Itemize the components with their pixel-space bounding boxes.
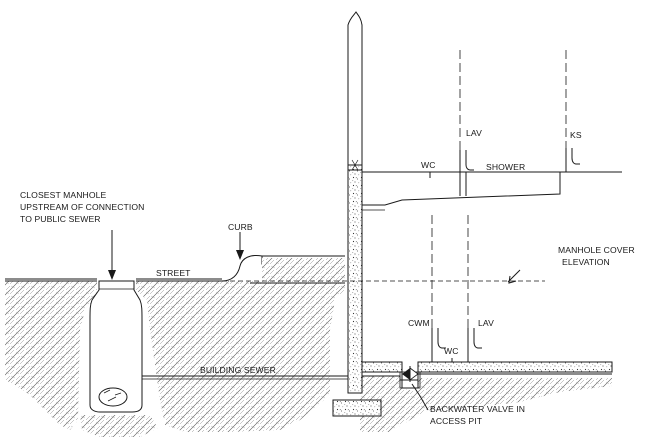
label-lav-lower: LAV <box>478 318 494 328</box>
ground-basement <box>360 376 612 432</box>
building-foundation <box>332 11 382 417</box>
ground-street <box>136 281 345 432</box>
label-manhole-line3: TO PUBLIC SEWER <box>20 214 101 224</box>
backwater-valve <box>402 366 419 382</box>
backwater-leader <box>411 383 429 411</box>
label-street: STREET <box>156 268 191 278</box>
label-curb: CURB <box>228 222 253 232</box>
label-manhole-cover-line2: ELEVATION <box>562 257 610 267</box>
ground-left <box>5 281 97 430</box>
label-shower: SHOWER <box>486 162 525 172</box>
label-ks: KS <box>570 130 582 140</box>
ground-under-manhole <box>80 415 158 437</box>
manhole-invert <box>98 387 128 407</box>
label-manhole-cover-line1: MANHOLE COVER <box>558 245 635 255</box>
manhole <box>89 280 143 413</box>
label-backwater-line2: ACCESS PIT <box>430 416 483 426</box>
label-lav-upper: LAV <box>466 128 482 138</box>
label-manhole-line1: CLOSEST MANHOLE <box>20 190 107 200</box>
label-backwater-line1: BACKWATER VALVE IN <box>430 404 525 414</box>
label-wc-upper: WC <box>421 160 436 170</box>
label-wc-lower: WC <box>444 346 459 356</box>
label-manhole-line2: UPSTREAM OF CONNECTION <box>20 202 144 212</box>
label-cwm: CWM <box>408 318 430 328</box>
label-building-sewer: BUILDING SEWER <box>200 365 276 375</box>
ceiling-drain <box>362 172 561 206</box>
